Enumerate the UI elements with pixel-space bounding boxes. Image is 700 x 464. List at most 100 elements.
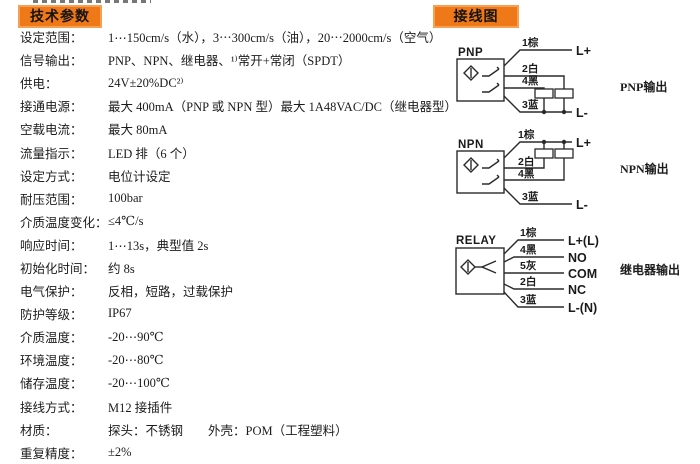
wire-brown: [503, 239, 564, 255]
spec-table: 设定范围：1⋯150cm/s（水），3⋯300cm/s（油），20⋯2000cm…: [20, 25, 460, 464]
spec-value: 24V±20%DC²⁾: [108, 75, 184, 90]
sensor-symbol: [456, 150, 505, 194]
junction-dot: [541, 109, 547, 115]
load-resistor: [554, 148, 574, 159]
spec-label: 介质温度变化：: [20, 215, 108, 230]
sensor-symbol: [456, 58, 505, 102]
pin-label: 4黑: [522, 75, 539, 87]
switch-contact-icon: [482, 68, 500, 77]
spec-label: 流量指示：: [20, 146, 83, 161]
spec-label: 材质：: [20, 423, 58, 438]
terminal-label: COM: [568, 267, 597, 281]
device-label: NPN: [458, 139, 484, 151]
spec-row: 材质： 探头：不锈钢 外壳：POM（工程塑料）: [20, 418, 460, 441]
pin-label: 2白: [522, 62, 538, 75]
spec-value: 反相，短路，过载保护: [108, 285, 234, 300]
pin-label: 1棕: [522, 36, 539, 49]
spec-label: 储存温度：: [20, 377, 83, 392]
wire-black: [504, 158, 565, 181]
spec-row: 接线方式：M12 接插件: [20, 395, 460, 418]
wire-blue: [503, 187, 572, 205]
spec-row: 流量指示： LED 排（6 个）: [20, 140, 460, 163]
terminal-label: L+: [576, 44, 591, 58]
spec-value: -20⋯90℃: [108, 329, 164, 344]
switch-contact-icon: [482, 160, 500, 169]
spec-value: 探头：不锈钢 外壳：POM（工程塑料）: [108, 423, 348, 438]
switch-contact-icon: [482, 176, 500, 185]
pin-label: 2白: [520, 275, 536, 288]
spec-value: -20⋯80℃: [108, 352, 164, 367]
pin-label: 4黑: [520, 244, 537, 256]
spec-label: 接线方式：: [20, 400, 83, 415]
spec-label: 介质温度：: [20, 331, 83, 346]
wires: [503, 239, 564, 308]
spec-row: 初始化时间：约 8s: [20, 256, 460, 279]
wire-white: [503, 283, 564, 290]
sensor-box: [455, 247, 505, 295]
spec-value: LED 排（6 个）: [108, 146, 195, 161]
spec-value: 约 8s: [108, 261, 135, 276]
spec-label: 电气保护：: [20, 285, 83, 300]
spec-row: 耐压范围：100bar: [20, 187, 460, 210]
relay-wiring-diagram: RELAY 1棕 L+(L) 4黑 NO 5灰 COM 2白 NC 3蓝 L-(…: [455, 226, 599, 315]
terminal-label: L-(N): [568, 301, 597, 315]
wire-blue: [503, 95, 572, 113]
pin-label: 3蓝: [520, 293, 537, 306]
load-resistor: [554, 88, 574, 99]
spec-value: 1⋯13s，典型值 2s: [108, 238, 209, 253]
spec-label: 空载电流：: [20, 123, 83, 138]
spec-label: 接通电源：: [20, 100, 83, 115]
pin-label: 3蓝: [522, 190, 539, 203]
wires: [503, 139, 574, 205]
terminal-label: L-: [576, 106, 588, 120]
pnp-wiring-diagram: PNP 1棕 L+ 2白 4黑 3蓝 L-: [456, 36, 591, 120]
junction-dot: [561, 139, 567, 145]
pin-label: 1棕: [520, 226, 537, 239]
wire-white: [504, 75, 565, 89]
load-resistor: [534, 88, 554, 99]
load-resistor: [534, 148, 554, 159]
spec-value: ±2%: [108, 444, 132, 459]
pin-label: 3蓝: [522, 98, 539, 111]
wire-brown: [503, 49, 572, 67]
sensor-symbol: [455, 247, 505, 295]
spec-value: 100bar: [108, 190, 143, 205]
spec-row: 设定范围：1⋯150cm/s（水），3⋯300cm/s（油），20⋯2000cm…: [20, 25, 460, 48]
diagram-caption-pnp: PNP输出: [620, 80, 668, 94]
pin-label: 1棕: [518, 128, 535, 141]
spec-label: 信号输出：: [20, 54, 83, 69]
wire-blue: [503, 291, 564, 308]
spec-row: 电气保护： 反相，短路，过载保护: [20, 279, 460, 302]
device-label: RELAY: [456, 235, 496, 247]
spec-label: 设定范围：: [20, 31, 83, 46]
wire-brown: [503, 141, 572, 159]
sensor-box: [456, 150, 505, 194]
section-header-tech-params: 技术参数: [18, 5, 102, 28]
sensor-diamond-icon: [463, 65, 479, 81]
switch-contact-icon: [482, 84, 500, 93]
pin-label: 5灰: [520, 259, 537, 272]
relay-contact-icon: [480, 260, 497, 274]
spec-row: 空载电流：最大 80mA: [20, 117, 460, 140]
device-label: PNP: [458, 47, 483, 59]
spec-row: 供电：24V±20%DC²⁾: [20, 71, 460, 94]
sensor-diamond-icon: [463, 157, 479, 173]
spec-row: 环境温度： -20⋯80℃: [20, 348, 460, 371]
spec-label: 防护等级：: [20, 308, 83, 323]
spec-label: 重复精度：: [20, 446, 83, 461]
spec-row: 设定方式：电位计设定: [20, 164, 460, 187]
spec-label: 环境温度：: [20, 354, 83, 369]
spec-label: 设定方式：: [20, 169, 83, 184]
section-header-wiring-diagram: 接线图: [433, 5, 519, 28]
junction-dot: [541, 139, 547, 145]
spec-row: 储存温度：-20⋯100℃: [20, 371, 460, 394]
terminal-label: L+(L): [568, 234, 599, 248]
spec-value: IP67: [108, 306, 132, 321]
terminal-label: L+: [576, 136, 591, 150]
terminal-label: L-: [576, 198, 588, 212]
pin-label: 4黑: [518, 168, 535, 180]
terminal-label: NO: [568, 251, 587, 265]
spec-value: PNP、NPN、继电器、¹⁾常开+常闭（SPDT）: [108, 54, 351, 69]
sensor-box: [456, 58, 505, 102]
